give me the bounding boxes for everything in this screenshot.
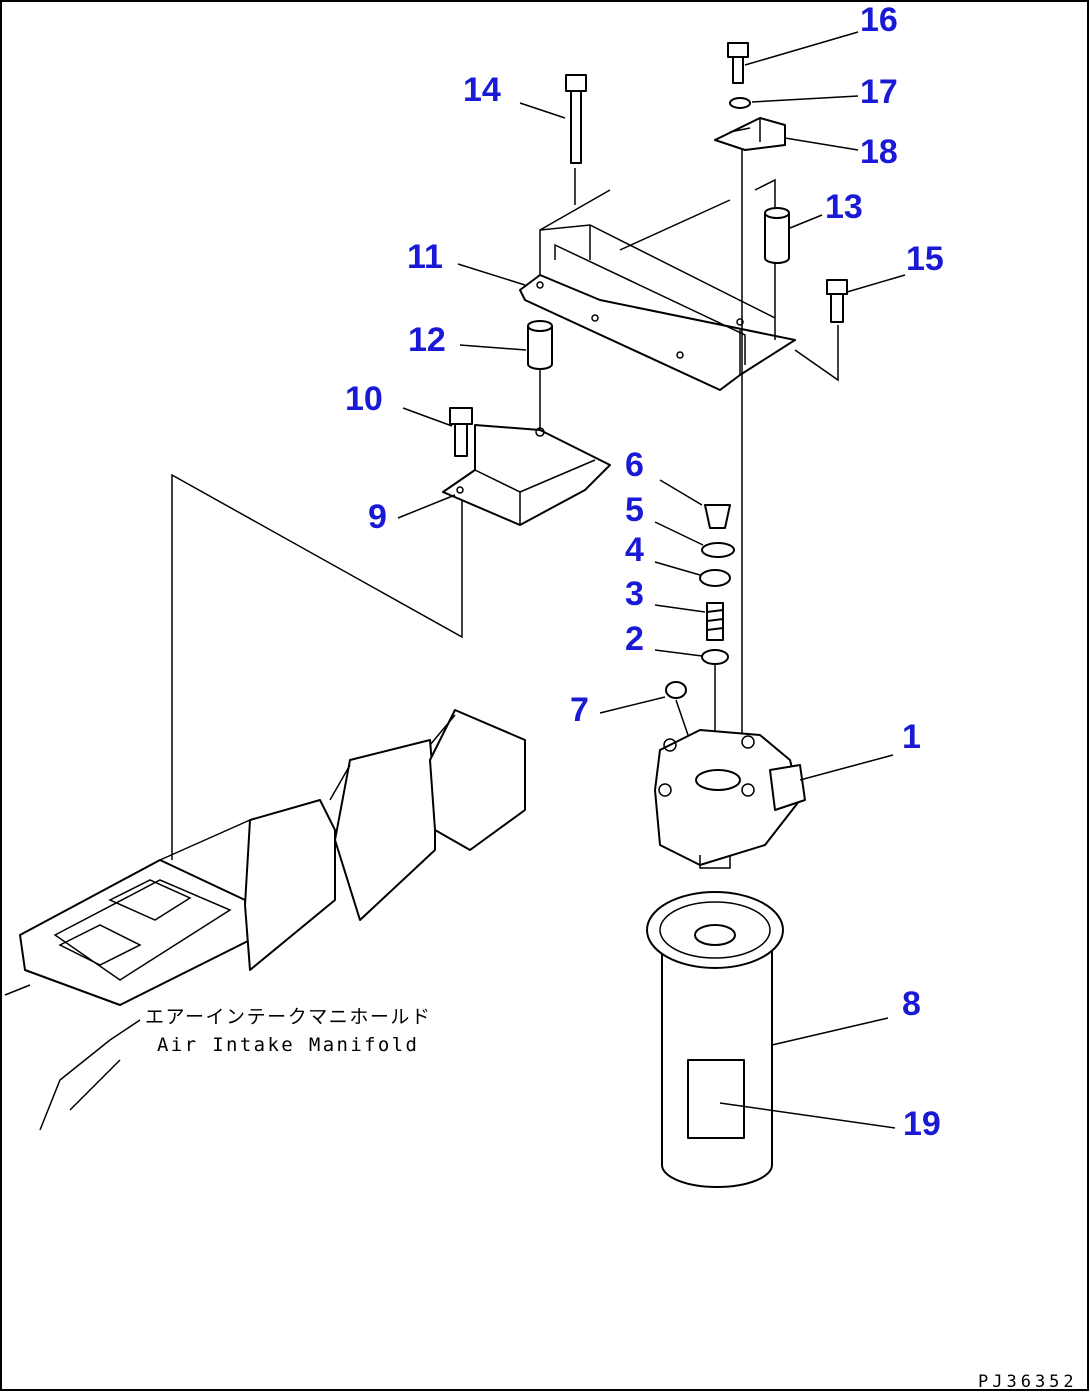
part-6-plug <box>704 504 731 529</box>
part-10-bolt <box>449 407 473 457</box>
part-15-bolt <box>826 279 848 323</box>
manifold-label-english: Air Intake Manifold <box>157 1034 417 1056</box>
callout-1: 1 <box>902 718 921 756</box>
callout-4: 4 <box>625 531 644 569</box>
part-4-plate <box>699 569 731 587</box>
part-5-snap-ring <box>701 542 735 558</box>
manifold-label-japanese: エアーインテークマニホールド <box>145 1006 430 1028</box>
drawing-code: PJ36352 <box>978 1372 1078 1392</box>
callout-15: 15 <box>906 240 944 278</box>
callout-6: 6 <box>625 446 644 484</box>
part-11-plate <box>519 168 839 391</box>
part-16-bolt <box>727 42 749 84</box>
part-12-spacer <box>527 320 553 430</box>
callout-16: 16 <box>860 1 898 39</box>
part-7-plug <box>665 681 689 736</box>
callout-8: 8 <box>902 985 921 1023</box>
callout-19: 19 <box>903 1105 941 1143</box>
part-17-washer <box>729 97 751 109</box>
part-19-label <box>687 1059 745 1139</box>
callout-5: 5 <box>625 491 644 529</box>
air-intake-manifold <box>4 709 526 1131</box>
callout-10: 10 <box>345 380 383 418</box>
callout-17: 17 <box>860 73 898 111</box>
callout-3: 3 <box>625 575 644 613</box>
part-18-bracket <box>714 117 786 151</box>
part-1-filter-head <box>654 729 806 869</box>
leader-lines <box>397 31 906 1129</box>
callout-18: 18 <box>860 133 898 171</box>
callout-9: 9 <box>368 498 387 536</box>
part-14-bolt <box>565 74 587 164</box>
manifold-mount-line <box>171 473 463 860</box>
callouts: 16 17 18 14 13 11 15 12 10 6 5 4 3 2 9 7… <box>345 1 944 1143</box>
callout-2: 2 <box>625 620 644 658</box>
callout-14: 14 <box>463 71 501 109</box>
part-13-collar <box>764 207 790 264</box>
part-9-bracket <box>442 424 611 526</box>
part-2-valve <box>701 649 729 665</box>
callout-7: 7 <box>570 691 589 729</box>
part-8-filter-cartridge <box>646 891 784 1188</box>
callout-13: 13 <box>825 188 863 226</box>
part-3-spring <box>706 602 724 641</box>
callout-11: 11 <box>407 238 443 276</box>
callout-12: 12 <box>408 321 446 359</box>
